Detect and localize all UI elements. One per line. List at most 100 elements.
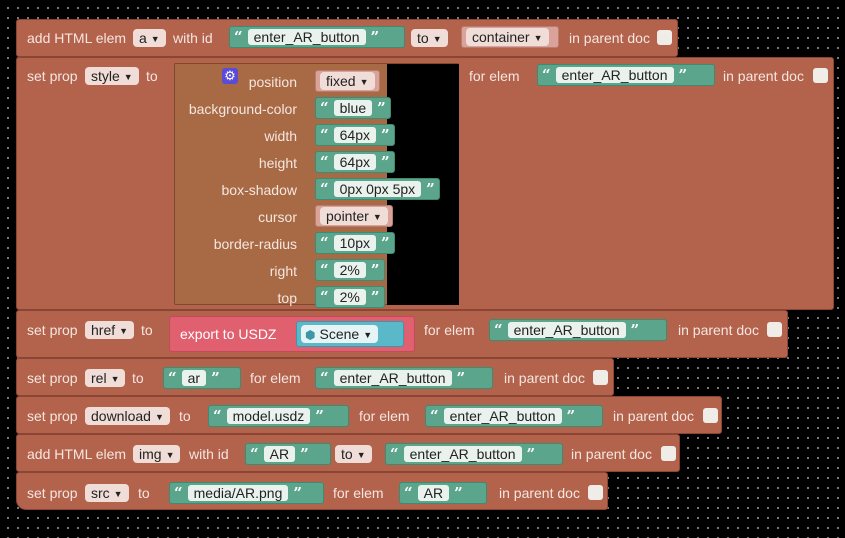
with-id-label: with id xyxy=(189,446,229,462)
style-value-dropdown-block[interactable]: fixed▼ xyxy=(315,70,380,92)
in-parent-doc-checkbox[interactable] xyxy=(588,485,603,500)
style-value-string-input[interactable]: “0px 0px 5px” xyxy=(315,178,440,200)
elem-string-input[interactable]: “AR” xyxy=(399,482,487,504)
for-elem-label: for elem xyxy=(333,485,384,501)
block-label: set prop xyxy=(27,485,78,501)
in-parent-doc-label: in parent doc xyxy=(723,68,804,84)
in-parent-doc-label: in parent doc xyxy=(504,370,585,386)
style-value-string-input[interactable]: “10px” xyxy=(315,232,395,254)
open-quote-icon: “ xyxy=(494,320,503,339)
open-quote-icon: “ xyxy=(320,368,329,387)
close-quote-icon: ” xyxy=(381,233,390,252)
open-quote-icon: “ xyxy=(320,152,329,171)
close-quote-icon: ” xyxy=(678,65,688,84)
add-html-elem-block-img[interactable]: add HTML elem img▼ with id “AR” to▼ “ent… xyxy=(16,434,680,472)
in-parent-doc-checkbox[interactable] xyxy=(703,408,718,423)
close-quote-icon: ” xyxy=(370,287,380,306)
close-quote-icon: ” xyxy=(370,27,380,46)
position-dropdown[interactable]: to▼ xyxy=(411,29,448,47)
value-string-input[interactable]: “model.usdz” xyxy=(208,405,349,427)
to-label: to xyxy=(138,485,150,501)
value-string-input[interactable]: “ar” xyxy=(163,367,241,389)
in-parent-doc-label: in parent doc xyxy=(499,485,580,501)
in-parent-doc-checkbox[interactable] xyxy=(767,322,782,337)
to-label: to xyxy=(141,322,153,338)
parent-dropdown-block[interactable]: container▼ xyxy=(461,26,559,48)
open-quote-icon: “ xyxy=(320,287,329,306)
block-label: add HTML elem xyxy=(27,446,127,462)
style-value-dropdown[interactable]: pointer▼ xyxy=(320,207,388,225)
style-value-dropdown-block[interactable]: pointer▼ xyxy=(315,205,393,227)
block-label: set prop xyxy=(27,370,78,386)
elem-string-input[interactable]: “enter_AR_button” xyxy=(537,64,715,86)
export-label: export to USDZ xyxy=(180,326,277,342)
id-string-input[interactable]: “enter_AR_button” xyxy=(229,26,405,48)
set-prop-rel-block[interactable]: set prop rel▼ to “ar” for elem “enter_AR… xyxy=(16,358,614,396)
set-prop-download-block[interactable]: set prop download▼ to “model.usdz” for e… xyxy=(16,396,722,434)
value-string-input[interactable]: “media/AR.png” xyxy=(169,482,324,504)
to-label: to xyxy=(179,408,191,424)
open-quote-icon: “ xyxy=(320,260,329,279)
style-value-string-input[interactable]: “64px” xyxy=(315,124,395,146)
style-prop-label: top xyxy=(277,290,297,306)
style-prop-label: width xyxy=(264,128,297,144)
in-parent-doc-checkbox[interactable] xyxy=(657,30,672,45)
in-parent-doc-checkbox[interactable] xyxy=(593,370,608,385)
for-elem-label: for elem xyxy=(424,322,475,338)
scene-block[interactable]: ⬢Scene▼ xyxy=(296,321,404,347)
style-prop-label: height xyxy=(258,155,297,171)
in-parent-doc-checkbox[interactable] xyxy=(661,446,676,461)
set-prop-href-block[interactable]: set prop href▼ to export to USDZ ⬢Scene▼… xyxy=(16,310,788,358)
in-parent-doc-label: in parent doc xyxy=(678,322,759,338)
close-quote-icon: ” xyxy=(293,483,302,502)
style-value-string-input[interactable]: “2%” xyxy=(315,259,385,281)
elem-string-input[interactable]: “enter_AR_button” xyxy=(489,319,667,341)
elem-string-input[interactable]: “enter_AR_button” xyxy=(425,405,603,427)
prop-dropdown[interactable]: style▼ xyxy=(85,67,139,85)
scene-dropdown[interactable]: ⬢Scene▼ xyxy=(301,325,379,343)
to-label: to xyxy=(132,370,144,386)
in-parent-doc-checkbox[interactable] xyxy=(813,68,828,83)
close-quote-icon: ” xyxy=(456,368,466,387)
style-value-string-input[interactable]: “2%” xyxy=(315,286,385,308)
gear-icon[interactable]: ⚙ xyxy=(222,68,238,84)
close-quote-icon: ” xyxy=(630,320,640,339)
parent-string-input[interactable]: “enter_AR_button” xyxy=(385,443,563,465)
style-prop-label: background-color xyxy=(188,101,297,117)
close-quote-icon: ” xyxy=(300,444,309,463)
set-prop-src-block[interactable]: set prop src▼ to “media/AR.png” for elem… xyxy=(16,472,608,510)
cube-icon: ⬢ xyxy=(305,328,316,342)
parent-dropdown[interactable]: container▼ xyxy=(466,28,549,46)
id-string-input[interactable]: “AR” xyxy=(245,443,331,465)
dropdown-arrow-icon: ▼ xyxy=(150,34,160,44)
tag-dropdown[interactable]: img▼ xyxy=(133,445,181,463)
dropdown-arrow-icon: ▼ xyxy=(154,412,164,422)
style-value-string-input[interactable]: “64px” xyxy=(315,151,395,173)
tag-dropdown[interactable]: a▼ xyxy=(133,29,166,47)
dropdown-arrow-icon: ▼ xyxy=(372,212,382,222)
elem-string-input[interactable]: “enter_AR_button” xyxy=(315,367,493,389)
close-quote-icon: ” xyxy=(315,406,324,425)
open-quote-icon: “ xyxy=(250,444,259,463)
dropdown-arrow-icon: ▼ xyxy=(165,450,175,460)
open-quote-icon: “ xyxy=(213,406,222,425)
for-elem-label: for elem xyxy=(359,408,410,424)
position-dropdown[interactable]: to▼ xyxy=(335,445,372,463)
add-html-elem-block-a[interactable]: add HTML elem a▼ with id “enter_AR_butto… xyxy=(16,19,678,57)
with-id-label: with id xyxy=(173,30,213,46)
prop-dropdown[interactable]: href▼ xyxy=(85,321,135,339)
style-value-dropdown[interactable]: fixed▼ xyxy=(320,72,375,90)
dropdown-arrow-icon: ▼ xyxy=(359,77,369,87)
prop-dropdown[interactable]: download▼ xyxy=(85,407,170,425)
style-value-string-input[interactable]: “blue” xyxy=(315,97,391,119)
export-usdz-block[interactable]: export to USDZ ⬢Scene▼ xyxy=(169,316,415,352)
open-quote-icon: “ xyxy=(320,179,329,198)
prop-dropdown[interactable]: src▼ xyxy=(85,484,129,502)
prop-dropdown[interactable]: rel▼ xyxy=(85,369,126,387)
close-quote-icon: ” xyxy=(377,98,386,117)
dropdown-arrow-icon: ▼ xyxy=(432,34,442,44)
block-label: set prop xyxy=(27,408,78,424)
open-quote-icon: “ xyxy=(320,125,329,144)
